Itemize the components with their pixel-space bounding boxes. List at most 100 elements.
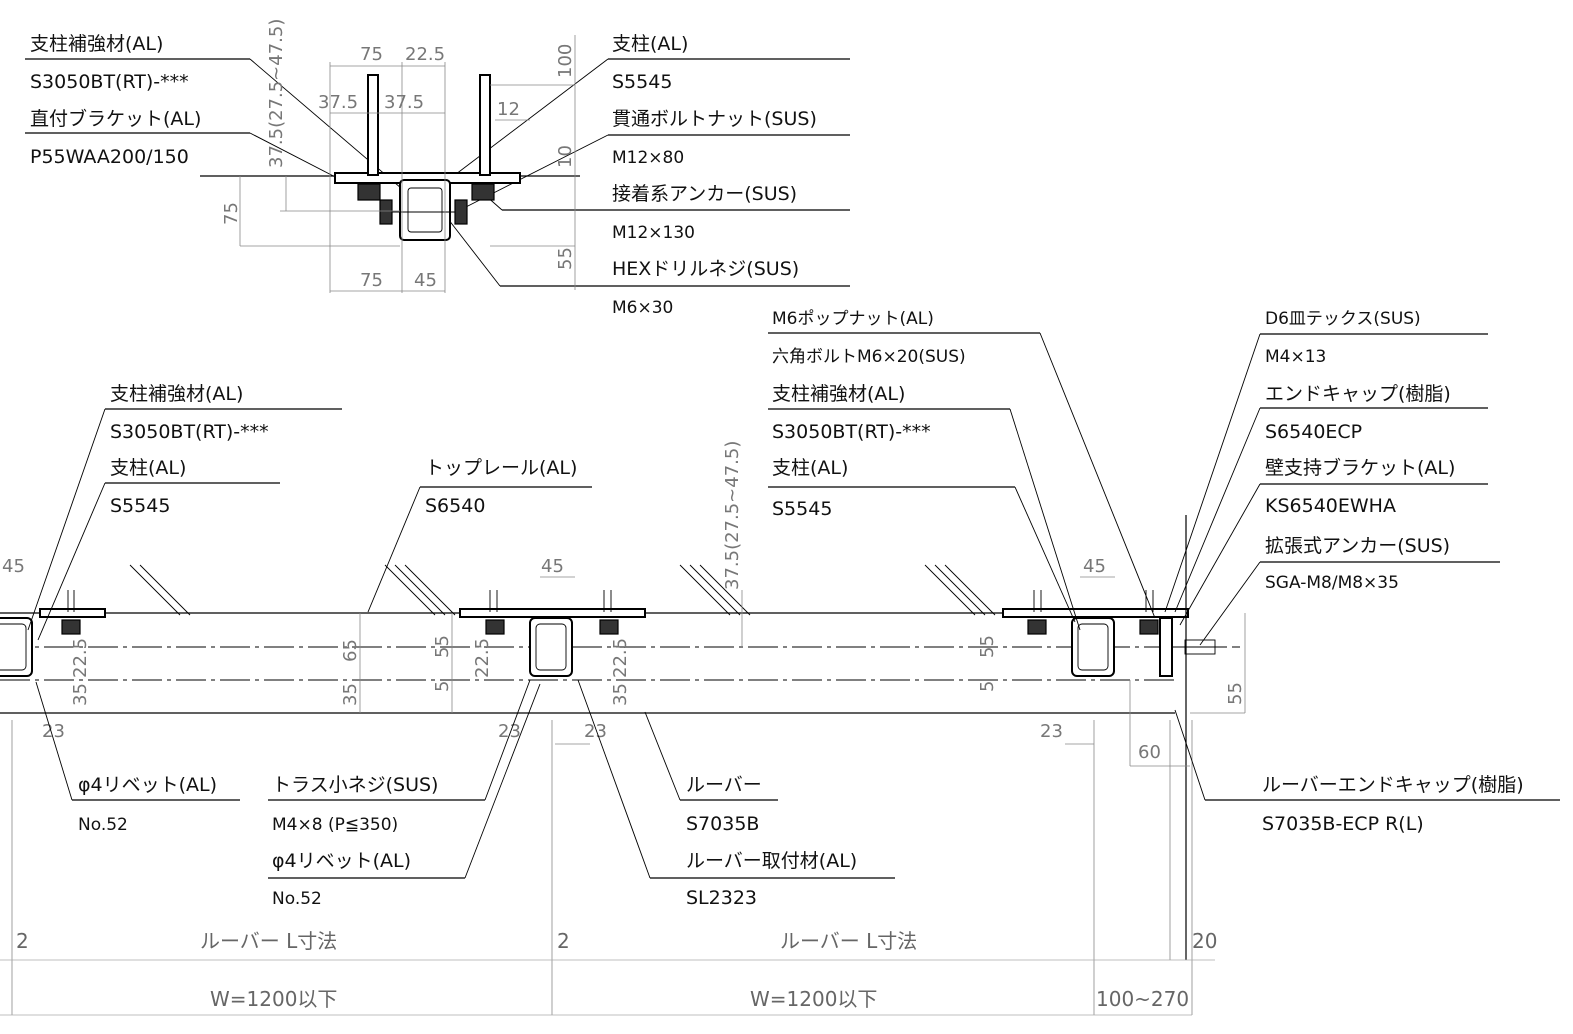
dim-text: 37.5(27.5~47.5) <box>266 19 287 168</box>
nut <box>471 183 495 201</box>
dim-text: 55 <box>977 635 998 658</box>
dim-text: 37.5 <box>384 92 424 113</box>
nut <box>61 619 81 635</box>
dim-text: 45 <box>541 556 564 577</box>
label-countersunk-tex-spec: M4×13 <box>1265 347 1326 367</box>
leader-line <box>464 683 541 879</box>
dim-text: 100 <box>555 44 576 78</box>
louver-length-dim: ルーバー L寸法 <box>780 929 917 953</box>
rail-plate <box>459 608 646 618</box>
dim-text: 12 <box>497 99 520 120</box>
end-cap <box>1159 617 1173 677</box>
label-post-reinforcement-code: S3050BT(RT)-*** <box>110 421 269 443</box>
post-reinforcement <box>0 623 27 671</box>
anchor-bolt <box>479 74 491 176</box>
label-post-reinforcement: 支柱補強材(AL) <box>772 383 905 405</box>
label-rivet: φ4リベット(AL) <box>78 774 217 796</box>
label-louver-mount: ルーバー取付材(AL) <box>686 850 857 872</box>
nut <box>485 619 505 635</box>
dim-text: 23 <box>584 721 607 742</box>
dim-text: 5 <box>432 681 453 692</box>
leader-line <box>249 132 346 183</box>
leader-line <box>1009 408 1081 631</box>
label-post-code: S5545 <box>772 498 832 520</box>
leader-line <box>37 482 106 641</box>
louver-length-dim: ルーバー L寸法 <box>200 929 337 953</box>
dim-text: 22.5 <box>472 638 493 678</box>
anchor-bolt <box>367 74 379 176</box>
dim-text: 10 <box>555 145 576 168</box>
label-through-bolt: 貫通ボルトナット(SUS) <box>612 108 817 130</box>
label-rivet-code: No.52 <box>272 889 322 909</box>
dim-text: 55 <box>1225 682 1246 705</box>
label-rivet-code: No.52 <box>78 815 128 835</box>
label-post-reinforcement: 支柱補強材(AL) <box>110 383 243 405</box>
post-reinforcement <box>407 187 443 233</box>
label-louver: ルーバー <box>686 774 762 796</box>
label-end-cap-code: S6540ECP <box>1265 421 1362 443</box>
label-rivet: φ4リベット(AL) <box>272 850 411 872</box>
dim-text: 5 <box>977 681 998 692</box>
label-hex-drill-screw-spec: M6×30 <box>612 298 673 318</box>
leader-line <box>27 408 106 631</box>
label-end-cap: エンドキャップ(樹脂) <box>1265 383 1451 405</box>
label-truss-screw: トラス小ネジ(SUS) <box>272 774 438 796</box>
dim-text: 45 <box>414 270 437 291</box>
dim-text: 37.5(27.5~47.5) <box>722 441 743 590</box>
dim-text: 20 <box>1192 929 1217 953</box>
label-louver-code: S7035B <box>686 813 759 835</box>
label-hex-bolt: 六角ボルトM6×20(SUS) <box>772 347 966 367</box>
label-through-bolt-spec: M12×80 <box>612 148 684 168</box>
dim-text: 23 <box>498 721 521 742</box>
expansion-anchor <box>1184 639 1216 655</box>
label-louver-mount-code: SL2323 <box>686 887 757 909</box>
label-hex-drill-screw: HEXドリルネジ(SUS) <box>612 258 799 280</box>
label-post: 支柱(AL) <box>612 33 688 55</box>
label-wall-bracket-code: KS6540EWHA <box>1265 495 1396 517</box>
label-direct-bracket: 直付ブラケット(AL) <box>30 107 201 130</box>
post-right <box>1071 617 1115 677</box>
leader-line <box>1164 333 1261 613</box>
label-expansion-anchor: 拡張式アンカー(SUS) <box>1265 535 1450 557</box>
post-reinforcement <box>1077 623 1109 671</box>
post <box>399 179 451 241</box>
rail-plate <box>1002 608 1189 618</box>
dim-text: 23 <box>42 721 65 742</box>
dim-text: 45 <box>1083 556 1106 577</box>
dim-text: 35 <box>70 683 91 706</box>
dim-text: 22.5 <box>70 638 91 678</box>
leader-line <box>35 681 73 801</box>
label-countersunk-tex: D6皿テックス(SUS) <box>1265 309 1421 329</box>
label-louver-end-cap-code: S7035B-ECP R(L) <box>1262 813 1424 835</box>
dim-text: 23 <box>1040 721 1063 742</box>
dim-text: 22.5 <box>405 44 445 65</box>
post-reinforcement <box>535 623 567 671</box>
leader-line <box>1199 561 1261 646</box>
leader-line <box>577 679 651 879</box>
dim-text: 45 <box>2 556 25 577</box>
plan-view: 45 45 45 23 23 23 23 60 22.5 35 65 35 55… <box>0 309 1560 1016</box>
dim-text: 35 <box>340 683 361 706</box>
range-dim: 100~270 <box>1096 987 1189 1011</box>
label-truss-screw-spec: M4×8 (P≦350) <box>272 815 398 835</box>
label-expansion-anchor-spec: SGA-M8/M8×35 <box>1265 573 1399 593</box>
section-detail: 75 22.5 37.5 37.5 12 75 45 100 10 55 75 … <box>25 19 850 318</box>
leader-line <box>1039 332 1156 619</box>
leader-line <box>367 486 421 613</box>
label-post-code: S5545 <box>612 71 672 93</box>
dim-text: 75 <box>360 270 383 291</box>
label-post-code: S5545 <box>110 495 170 517</box>
leader-line <box>1179 483 1261 626</box>
dim-text: 55 <box>555 247 576 270</box>
label-adhesive-anchor-spec: M12×130 <box>612 223 695 243</box>
post-left <box>0 617 33 677</box>
bolt-head <box>379 199 393 225</box>
label-post: 支柱(AL) <box>772 457 848 479</box>
dim-text: 22.5 <box>610 638 631 678</box>
width-dim: W=1200以下 <box>210 987 337 1011</box>
post-middle <box>529 617 573 677</box>
nut <box>1139 619 1159 635</box>
dim-text: 2 <box>16 929 29 953</box>
dim-text: 35 <box>610 683 631 706</box>
leader-line <box>444 214 501 287</box>
